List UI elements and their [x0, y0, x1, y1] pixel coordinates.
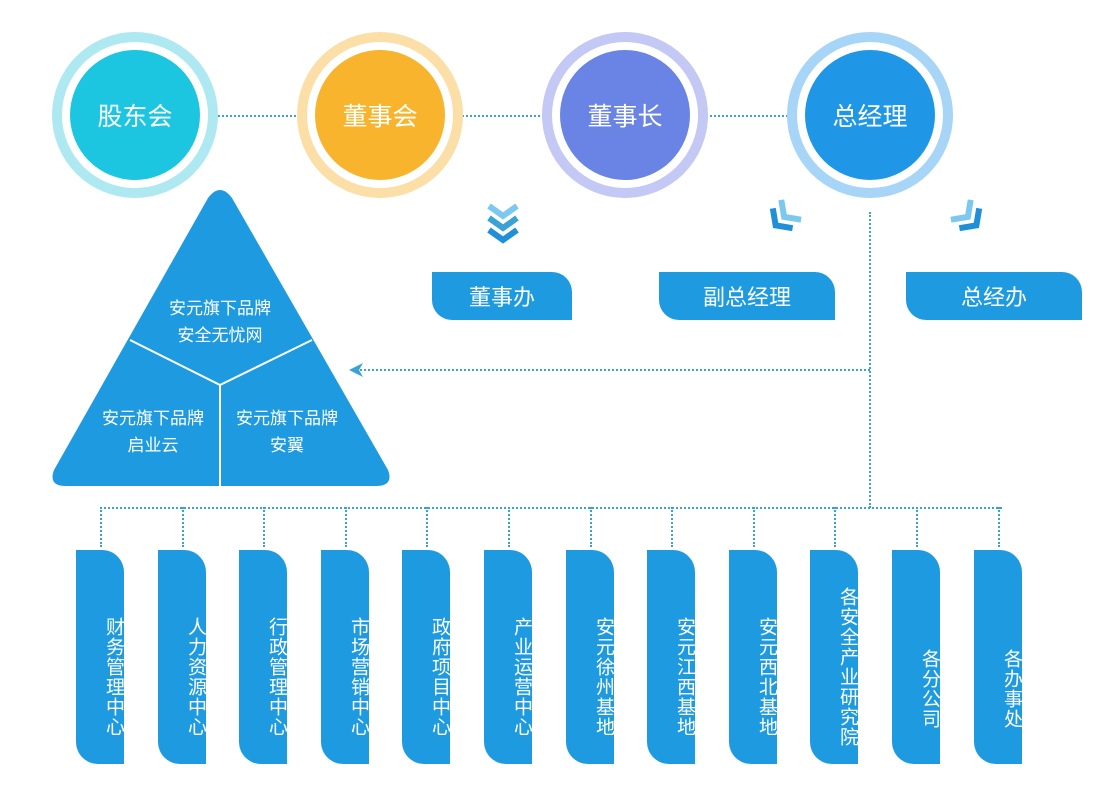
node-shareholders-meeting: 股东会	[52, 32, 218, 198]
dept-label: 安元西北基地	[756, 617, 778, 737]
brand-right-line1: 安元旗下品牌	[236, 409, 338, 429]
brand-left: 安元旗下品牌 启业云	[78, 406, 228, 460]
department-drop-line	[345, 507, 347, 547]
dept-research-institutes: 各安全产业研究院	[810, 550, 859, 764]
brand-left-line2: 启业云	[127, 436, 179, 456]
chevron-down-icon	[487, 203, 519, 244]
node-label: 股东会	[70, 50, 200, 180]
node-general-manager: 总经理	[787, 32, 953, 198]
dept-government-projects: 政府项目中心	[402, 550, 451, 764]
arrow-left-icon	[349, 363, 363, 377]
trunk-line	[869, 212, 871, 508]
department-drop-line	[508, 507, 510, 547]
department-drop-line	[426, 507, 428, 547]
dept-marketing: 市场营销中心	[321, 550, 370, 764]
brand-top-line2: 安全无忧网	[177, 326, 263, 346]
office-gm-office: 总经办	[906, 272, 1082, 320]
department-drop-line	[263, 507, 265, 547]
dept-hr: 人力资源中心	[158, 550, 207, 764]
department-drop-line	[998, 507, 1000, 547]
dept-label: 安元江西基地	[674, 617, 696, 737]
dept-offices: 各办事处	[974, 550, 1023, 764]
dept-admin: 行政管理中心	[239, 550, 288, 764]
dept-label: 各分公司	[919, 649, 941, 729]
brand-top: 安元旗下品牌 安全无忧网	[145, 296, 295, 350]
dept-label: 人力资源中心	[185, 617, 207, 737]
top-connector-line	[210, 115, 800, 117]
department-drop-line	[100, 507, 102, 547]
office-board-secretary: 董事办	[432, 272, 572, 320]
brand-right: 安元旗下品牌 安翼	[212, 406, 362, 460]
dept-label: 各办事处	[1001, 649, 1023, 729]
dept-jiangxi-base: 安元江西基地	[647, 550, 696, 764]
dept-label: 市场营销中心	[348, 617, 370, 737]
arrow-to-brands-line	[360, 369, 870, 371]
dept-northwest-base: 安元西北基地	[729, 550, 778, 764]
node-chairman: 董事长	[542, 32, 708, 198]
dept-finance: 财务管理中心	[76, 550, 125, 764]
office-label: 副总经理	[702, 286, 791, 311]
brand-left-line1: 安元旗下品牌	[102, 409, 204, 429]
department-drop-line	[182, 507, 184, 547]
office-deputy-gm: 副总经理	[659, 272, 835, 320]
node-label: 董事长	[560, 50, 690, 180]
dept-xuzhou-base: 安元徐州基地	[566, 550, 615, 764]
dept-label: 安元徐州基地	[593, 617, 615, 737]
department-drop-line	[671, 507, 673, 547]
brand-top-line1: 安元旗下品牌	[169, 299, 271, 319]
department-drop-line	[916, 507, 918, 547]
node-board-of-directors: 董事会	[297, 32, 463, 198]
department-drop-line	[753, 507, 755, 547]
office-label: 总经办	[960, 286, 1027, 311]
dept-label: 产业运营中心	[511, 617, 533, 737]
brand-triangle	[52, 190, 390, 486]
dept-label: 财务管理中心	[103, 617, 125, 737]
dept-branches: 各分公司	[892, 550, 941, 764]
node-label: 总经理	[805, 50, 935, 180]
chevron-down-left-icon	[769, 199, 802, 232]
dept-label: 各安全产业研究院	[837, 587, 859, 747]
dept-industry-operations: 产业运营中心	[484, 550, 533, 764]
department-drop-line	[834, 507, 836, 547]
dept-label: 行政管理中心	[266, 617, 288, 737]
node-label: 董事会	[315, 50, 445, 180]
office-label: 董事办	[468, 286, 535, 311]
department-bus-line	[100, 507, 1002, 509]
department-drop-line	[590, 507, 592, 547]
brand-right-line2: 安翼	[270, 436, 304, 456]
dept-label: 政府项目中心	[429, 617, 451, 737]
chevron-down-right-icon	[950, 199, 983, 232]
